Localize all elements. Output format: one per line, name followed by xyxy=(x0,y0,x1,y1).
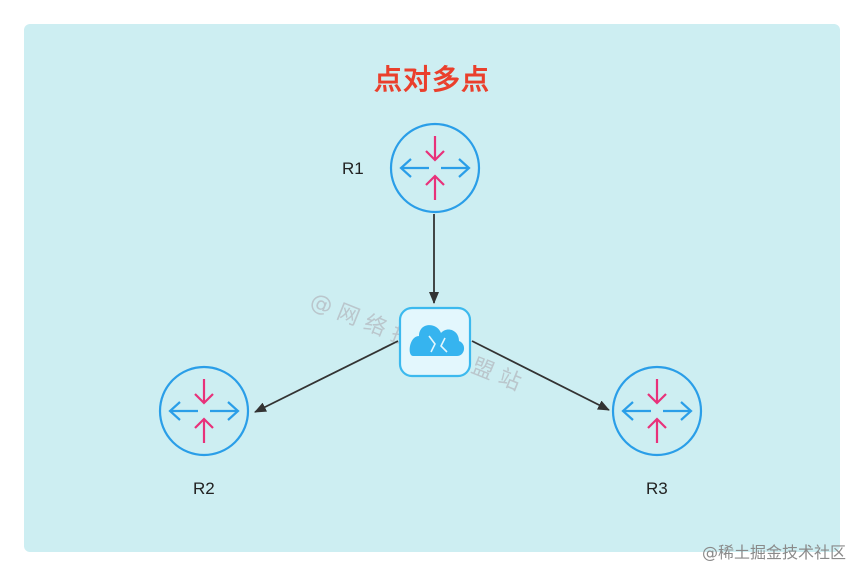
router-icon xyxy=(389,122,481,214)
cloud-icon xyxy=(398,306,472,378)
router-icon xyxy=(158,365,250,457)
router-label-r2: R2 xyxy=(193,479,215,498)
link-cloud-r2 xyxy=(254,340,399,413)
router-label-r3: R3 xyxy=(646,479,668,498)
diagram-panel xyxy=(24,24,840,552)
footer-source: @稀土掘金技术社区 xyxy=(701,543,846,562)
router-label-r1: R1 xyxy=(342,159,364,178)
link-cloud-r3 xyxy=(471,340,610,411)
diagram-title: 点对多点 xyxy=(373,63,490,96)
router-icon xyxy=(611,365,703,457)
